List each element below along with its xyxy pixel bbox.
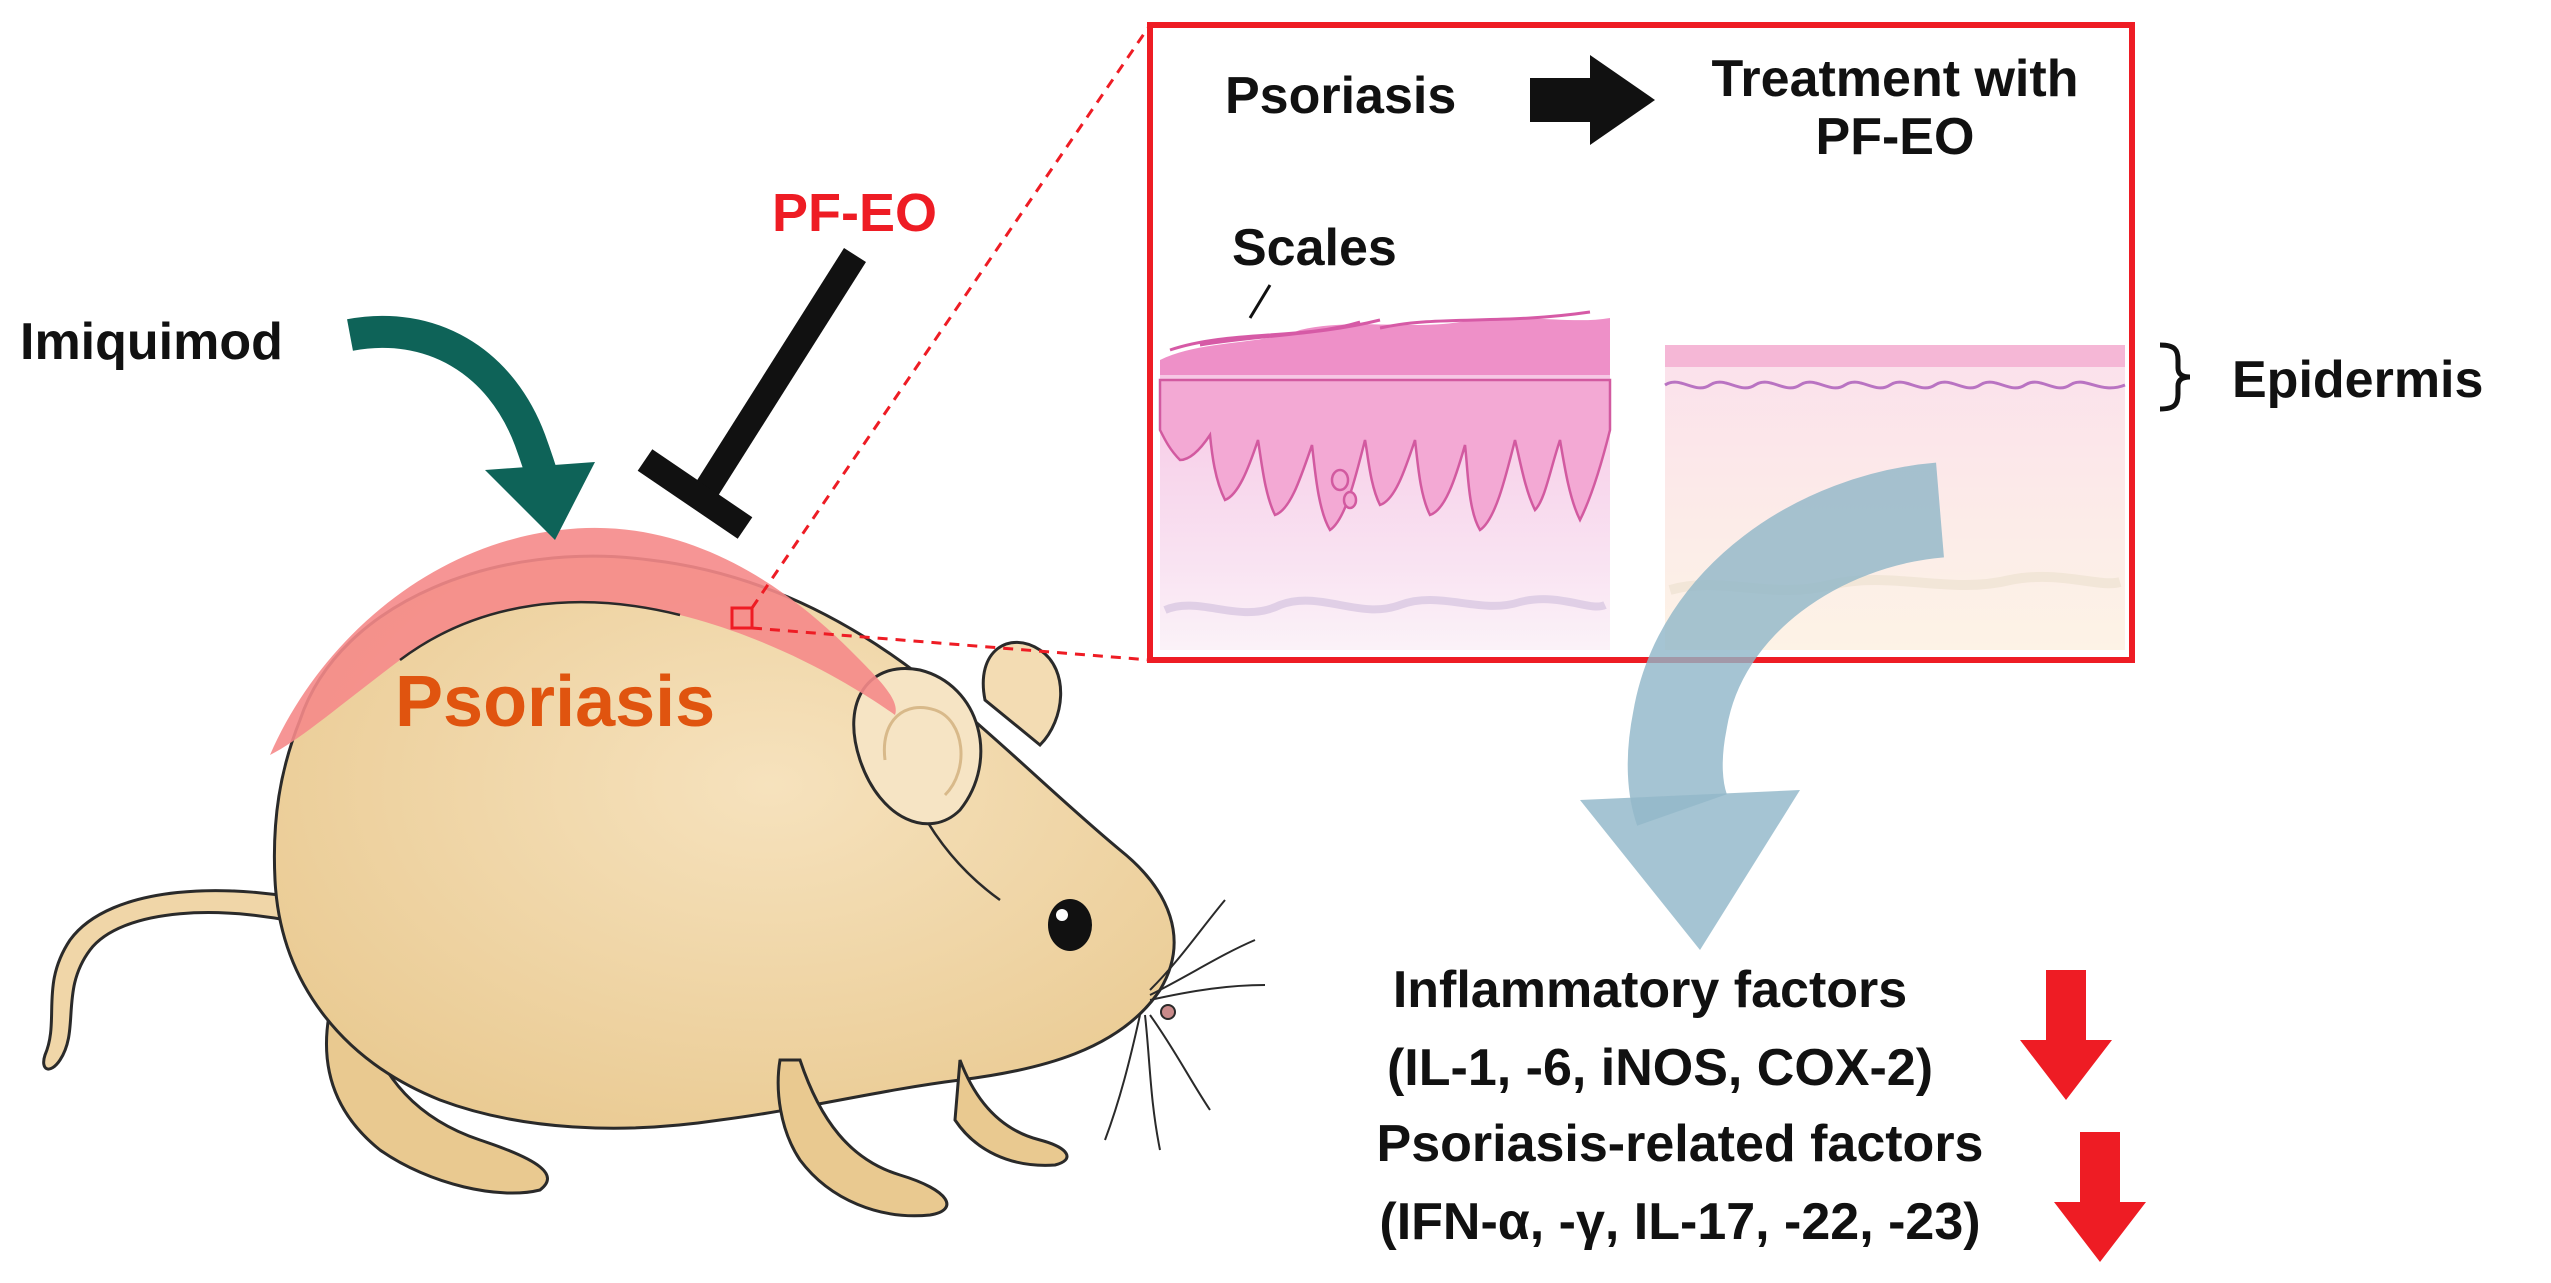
outcome-arrow-icon: [1580, 462, 1945, 950]
scales-label: Scales: [1232, 219, 1397, 277]
epidermis-bracket-icon: [2159, 342, 2191, 412]
psoriasis-related-factors-title: Psoriasis-related factors: [1376, 1115, 1984, 1173]
treatment-label: Treatment with PF-EO: [1665, 50, 2125, 166]
inflammatory-factors-title: Inflammatory factors: [1392, 961, 1908, 1019]
inset-psoriasis-label: Psoriasis: [1225, 67, 1457, 125]
t-bar-inhibition-icon: [637, 248, 866, 539]
imiquimod-label: Imiquimod: [20, 313, 283, 371]
mouse-eye: [1048, 899, 1092, 951]
mouse-whiskers: [1104, 899, 1266, 1151]
psoriasis-lesion: [270, 527, 896, 755]
mouse-illustration: [42, 527, 1266, 1218]
mouse-hind-foot: [325, 1008, 549, 1195]
right-arrow-icon: [1530, 55, 1655, 145]
treatment-label-line2: PF-EO: [1815, 108, 1975, 167]
down-arrow-icon: [2020, 970, 2112, 1100]
zoom-region-marker: [730, 606, 754, 630]
imiquimod-arrow-icon: [347, 315, 595, 540]
down-arrow-icon-2: [2054, 1132, 2146, 1262]
psoriasis-related-factors-list: (IFN-α, -γ, IL-17, -22, -23): [1379, 1193, 1981, 1251]
inflammatory-factors-list: (IL-1, -6, iNOS, COX-2): [1386, 1039, 1934, 1097]
treatment-label-line1: Treatment with: [1711, 50, 2079, 108]
mouse-nose: [1160, 1004, 1176, 1020]
psoriatic-skin-histology: [1158, 310, 1612, 650]
mouse-back-ear: [981, 640, 1063, 748]
mouse-front-leg: [776, 1058, 949, 1218]
pf-eo-inhibitor-label: PF-EO: [772, 183, 938, 243]
histology-inset: [1147, 22, 2135, 663]
mouse-front-leg-2: [953, 1059, 1069, 1167]
psoriasis-body-label: Psoriasis: [395, 662, 716, 742]
zoom-lines: [750, 24, 1152, 662]
epidermis-label: Epidermis: [2232, 351, 2484, 409]
scales-pointer: [1248, 284, 1272, 319]
